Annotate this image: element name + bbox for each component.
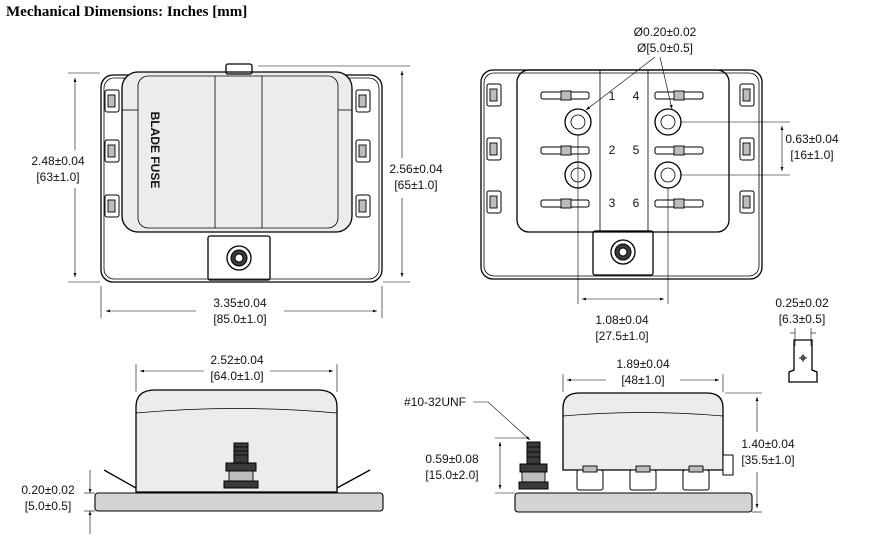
dim-hole-dia-in: Ø0.20±0.02 [634, 25, 697, 39]
dim-lid-width-right-in: 1.89±0.04 [616, 357, 670, 371]
fuse-clips-left [540, 90, 590, 209]
slot-number-1: 1 [609, 89, 616, 103]
slot-number-4: 4 [633, 89, 640, 103]
side-base [94, 492, 384, 512]
dim-base-thk-mm: [5.0±0.5] [25, 499, 72, 513]
left-terminals [104, 89, 120, 218]
terminal-shape [788, 339, 818, 383]
dim-pitch-mm: [16±1.0] [790, 148, 833, 162]
dim-height-in: 2.48±0.04 [31, 154, 85, 168]
top-view-closed: BLADE FUSE 2.48±0.04 [63±1.0] 2.56±0.04 … [31, 63, 443, 326]
side-view-right: #10-32UNF 1.89±0.04 [48±1.0] 0.59±0.08 [… [404, 357, 795, 513]
slot-number-3: 3 [609, 196, 616, 210]
dim-hole-dia-mm: Ø[5.0±0.5] [637, 41, 693, 55]
dim-base-thk-in: 0.20±0.02 [21, 483, 75, 497]
dim-height-right-in: 1.40±0.04 [741, 437, 795, 451]
slot-number-2: 2 [609, 143, 616, 157]
dim-lid-width-right-mm: [48±1.0] [621, 373, 664, 387]
lid-label: BLADE FUSE [148, 112, 162, 189]
page-title: Mechanical Dimensions: Inches [mm] [6, 4, 248, 20]
stud-boss [207, 235, 271, 281]
dim-height-mm: [63±1.0] [36, 170, 79, 184]
side-stud [223, 442, 259, 489]
right-terminals [355, 89, 371, 218]
fuse-clips-right [654, 90, 704, 209]
dim-terminal-width-mm: [6.3±0.5] [779, 312, 826, 326]
fuse-block [516, 69, 730, 233]
dim-stud-height-mm: [15.0±2.0] [425, 468, 478, 482]
side-stud-right [518, 441, 549, 490]
lid [121, 71, 353, 233]
terminal-detail: 0.25±0.02 [6.3±0.5] [775, 296, 829, 383]
dim-width-in: 3.35±0.04 [213, 296, 267, 310]
dim-pitch-in: 0.63±0.04 [785, 132, 839, 146]
dim-lid-width-mm: [64.0±1.0] [210, 369, 263, 383]
side-lid-right [562, 392, 724, 471]
side-base-right [514, 492, 753, 513]
dim-terminal-width-in: 0.25±0.02 [775, 296, 829, 310]
lid-latch [225, 63, 253, 75]
thread-label: #10-32UNF [404, 395, 466, 409]
dim-span-in: 1.08±0.04 [595, 313, 649, 327]
slot-number-5: 5 [633, 143, 640, 157]
dim-height-right-mm: [35.5±1.0] [741, 453, 794, 467]
top-view-open: 1 2 3 4 5 6 Ø0.20±0.02 Ø[5.0±0.5] 0.63±0… [480, 25, 839, 343]
dim-total-height-in: 2.56±0.04 [389, 162, 443, 176]
side-lid [135, 389, 338, 493]
left-terminals-open [486, 83, 502, 214]
dim-stud-height-in: 0.59±0.08 [425, 452, 479, 466]
right-terminals-open [739, 83, 755, 214]
side-view-left: 2.52±0.04 [64.0±1.0] 0.20±0.02 [5.0±0.5] [21, 353, 384, 534]
side-fuses [576, 465, 710, 491]
slot-number-6: 6 [633, 196, 640, 210]
dim-width-mm: [85.0±1.0] [213, 312, 266, 326]
dim-lid-width-in: 2.52±0.04 [210, 353, 264, 367]
dim-total-height-mm: [65±1.0] [394, 178, 437, 192]
dim-span-mm: [27.5±1.0] [595, 329, 648, 343]
